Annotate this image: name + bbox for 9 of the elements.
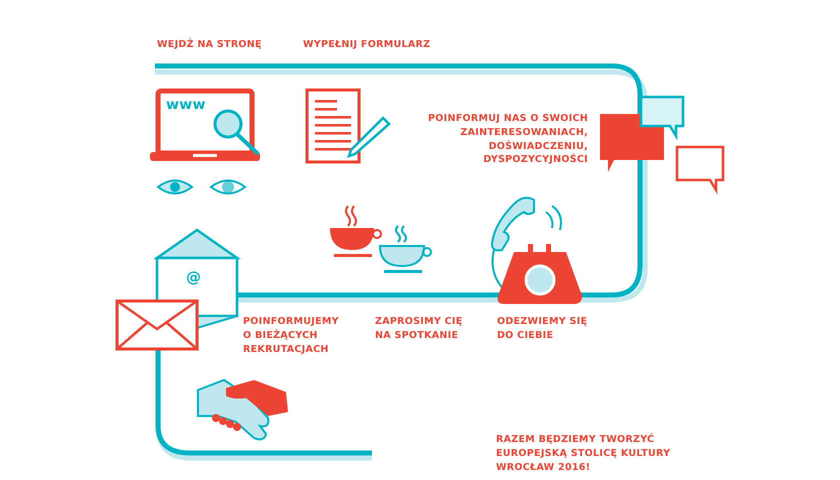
step-label: POINFORMUJ NAS O SWOICH ZAINTERESOWANIACH, DOŚWIADCZENIU, DYSPOZYCYJNOŚCI — [426, 112, 588, 168]
step-label: ZAPROSIMY CIĘ NA SPOTKANIE — [375, 315, 464, 343]
step-label: WEJDŹ NA STRONĘ — [157, 38, 263, 52]
step-label: POINFORMUJEMY O BIEŻĄCYCH REKRUTACJACH — [243, 315, 340, 356]
web-address-text: www — [166, 96, 207, 115]
step-label: ODEZWIEMY SIĘ DO CIEBIE — [497, 315, 588, 343]
step-label: RAZEM BĘDZIEMY TWORZYĆ EUROPEJSKĄ STOLICĘ KULTURY WROCŁAW 2016! — [496, 433, 672, 474]
step-label: WYPEŁNIJ FORMULARZ — [303, 38, 432, 52]
at-sign: @ — [186, 267, 202, 288]
